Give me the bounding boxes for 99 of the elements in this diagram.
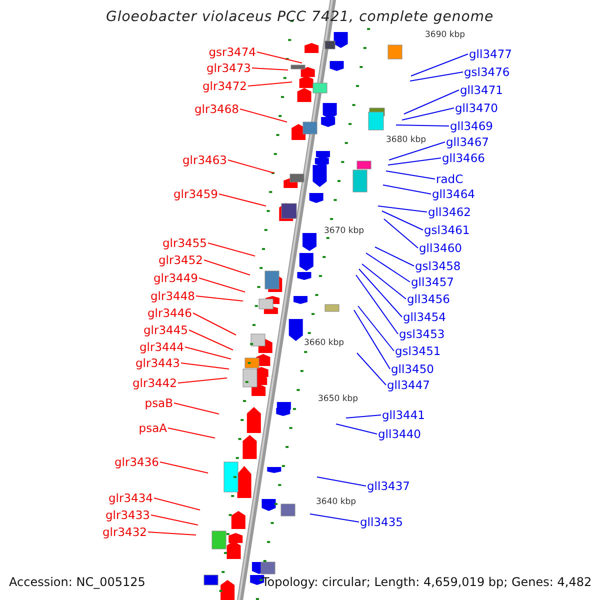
leader-line bbox=[362, 264, 406, 300]
gene-label: gsl3476 bbox=[464, 65, 510, 79]
leader-line bbox=[178, 378, 228, 384]
gene-label: psaB bbox=[144, 396, 173, 410]
leader-line bbox=[184, 346, 232, 360]
gene-label: glr3436 bbox=[114, 455, 159, 469]
leader-line bbox=[356, 352, 386, 386]
gene-label: radC bbox=[436, 172, 464, 186]
leader-line bbox=[180, 362, 230, 370]
leader-line bbox=[174, 402, 220, 414]
gene-label: glr3434 bbox=[108, 491, 153, 505]
scale-label: 3680 kbp bbox=[386, 134, 426, 147]
gene-label: glr3472 bbox=[202, 79, 247, 93]
gene-label: gsl3458 bbox=[415, 259, 461, 273]
gene-label: gsr3474 bbox=[208, 45, 256, 59]
footer-text: Accession: NC_005125 bbox=[9, 575, 146, 589]
leader-line bbox=[374, 246, 414, 266]
gene-label: gll3464 bbox=[432, 187, 475, 201]
gene-label: glr3468 bbox=[194, 102, 239, 116]
gene-label: gsl3461 bbox=[424, 223, 470, 237]
gene-label: glr3446 bbox=[148, 306, 192, 320]
leader-line bbox=[310, 514, 360, 522]
gene-label: glr3445 bbox=[144, 323, 188, 337]
leader-line bbox=[354, 310, 390, 370]
scale-label: 3660 kbp bbox=[304, 337, 344, 350]
gene-label: psaA bbox=[138, 421, 167, 435]
gene-label: glr3455 bbox=[162, 236, 207, 250]
gene-label: glr3463 bbox=[182, 153, 227, 167]
leader-line bbox=[316, 476, 366, 486]
leader-line bbox=[198, 278, 246, 292]
scale-label: 3670 kbp bbox=[324, 225, 364, 238]
leader-line bbox=[204, 260, 250, 276]
leader-line bbox=[248, 82, 292, 86]
leader-line bbox=[388, 158, 442, 166]
gene-label: gll3456 bbox=[407, 292, 450, 306]
gene-label: gll3437 bbox=[367, 479, 410, 493]
leader-line bbox=[378, 206, 428, 212]
leader-line bbox=[192, 312, 236, 336]
leader-line bbox=[388, 142, 446, 160]
leader-line bbox=[256, 52, 302, 64]
leader-line bbox=[188, 330, 234, 350]
gene-label: gll3435 bbox=[360, 515, 403, 529]
footer-text: Topology: circular; Length: 4,659,019 bp; Genes: 4,482 bbox=[262, 575, 592, 589]
leader-line bbox=[396, 124, 450, 126]
leader-line bbox=[402, 108, 454, 120]
leader-line bbox=[404, 90, 460, 114]
leader-line bbox=[252, 68, 288, 70]
gene-label: gll3469 bbox=[450, 119, 493, 133]
scale-label: 3690 kbp bbox=[425, 29, 466, 42]
leader-line bbox=[228, 160, 274, 174]
leader-line bbox=[410, 72, 464, 82]
leader-line bbox=[168, 428, 216, 438]
gene-label: gsl3453 bbox=[399, 327, 445, 341]
leader-line bbox=[196, 296, 244, 302]
gene-label: glr3443 bbox=[136, 356, 180, 370]
leader-line bbox=[154, 498, 200, 510]
gene-label: glr3442 bbox=[132, 376, 177, 390]
leader-line bbox=[148, 532, 196, 536]
gene-label: gll3441 bbox=[382, 408, 425, 422]
leader-line bbox=[218, 194, 266, 206]
gene-label: glr3432 bbox=[102, 525, 147, 539]
gene-label: glr3433 bbox=[106, 508, 150, 522]
leader-line bbox=[208, 242, 256, 256]
gene-label: gll3471 bbox=[460, 83, 503, 97]
leader-line bbox=[240, 108, 288, 122]
leader-line bbox=[160, 462, 208, 474]
leader-line bbox=[358, 268, 402, 318]
leader-line bbox=[386, 170, 436, 180]
leader-line bbox=[358, 306, 394, 352]
gene-label: glr3448 bbox=[150, 289, 195, 303]
gene-label: gll3477 bbox=[469, 47, 512, 61]
leader-line bbox=[410, 54, 468, 76]
leader-line bbox=[150, 514, 198, 526]
gene-label: gll3460 bbox=[419, 241, 462, 255]
leader-line bbox=[382, 210, 424, 230]
gene-label: gll3467 bbox=[446, 135, 489, 149]
leader-line bbox=[336, 424, 378, 434]
gene-label: gll3440 bbox=[378, 427, 421, 441]
leader-line bbox=[384, 218, 418, 248]
gene-label: gsl3451 bbox=[395, 344, 441, 358]
gene-label: gll3450 bbox=[391, 362, 434, 376]
gene-label: glr3473 bbox=[206, 61, 251, 75]
gene-label: gll3447 bbox=[387, 378, 430, 392]
title: Gloeobacter violaceus PCC 7421, complete genome bbox=[106, 10, 494, 24]
gene-label: gll3454 bbox=[403, 310, 446, 324]
gene-label: glr3444 bbox=[140, 340, 184, 354]
leader-line bbox=[346, 414, 382, 418]
gene-label: gll3462 bbox=[428, 205, 471, 219]
leader-line bbox=[366, 252, 410, 282]
scale-label: 3650 kbp bbox=[318, 393, 358, 406]
gene-label: glr3459 bbox=[174, 187, 218, 201]
gene-label: gll3470 bbox=[455, 101, 498, 115]
leader-line bbox=[356, 274, 398, 334]
gene-label: gll3466 bbox=[442, 151, 485, 165]
scale-label: 3640 kbp bbox=[316, 496, 356, 509]
gene-label: gll3457 bbox=[411, 275, 454, 289]
gene-label: glr3449 bbox=[154, 271, 198, 285]
leader-line bbox=[382, 184, 432, 194]
gene-label: glr3452 bbox=[158, 253, 203, 267]
